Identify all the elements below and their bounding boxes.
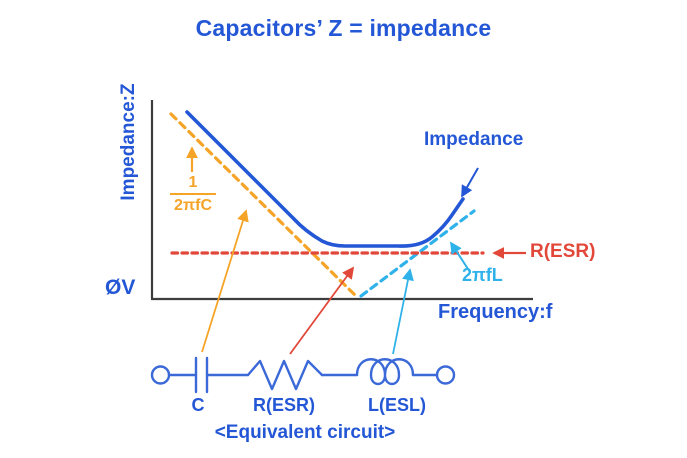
impedance-pointer-arrow [461, 167, 479, 198]
capacitive-reactance-fraction: 1 2πfC [170, 174, 216, 215]
connector-arrow-resistor [289, 266, 355, 355]
equivalent-circuit-caption: <Equivalent circuit> [214, 422, 396, 443]
inductive-reactance-label: 2πfL [462, 265, 503, 285]
left-terminal [150, 365, 171, 385]
connector-arrow-capacitor [201, 209, 249, 353]
y-axis-label: Impedance:Z [118, 83, 139, 201]
esr-line-label: R(ESR) [530, 241, 596, 262]
page-title: Capacitors’ Z = impedance [195, 15, 492, 41]
origin-label: ØV [105, 276, 136, 299]
equivalent-circuit [150, 356, 456, 394]
capacitor-symbol [194, 356, 209, 394]
fraction-denominator: 2πfC [173, 197, 213, 214]
fraction-numerator: 1 [170, 174, 216, 195]
x-axis-label: Frequency:f [438, 301, 553, 323]
capacitor-label: C [191, 395, 205, 415]
right-terminal [435, 365, 456, 385]
impedance-curve [185, 110, 465, 248]
impedance-curve-label: Impedance [424, 129, 524, 150]
inductive-pointer-arrow [450, 241, 471, 273]
inductor-label: L(ESL) [368, 395, 426, 415]
capacitive-reactance-line [169, 112, 359, 299]
resistor-label: R(ESR) [253, 395, 315, 415]
connector-arrow-inductor [392, 268, 414, 355]
resistor-symbol [246, 359, 324, 391]
inductor-symbol [355, 358, 415, 386]
